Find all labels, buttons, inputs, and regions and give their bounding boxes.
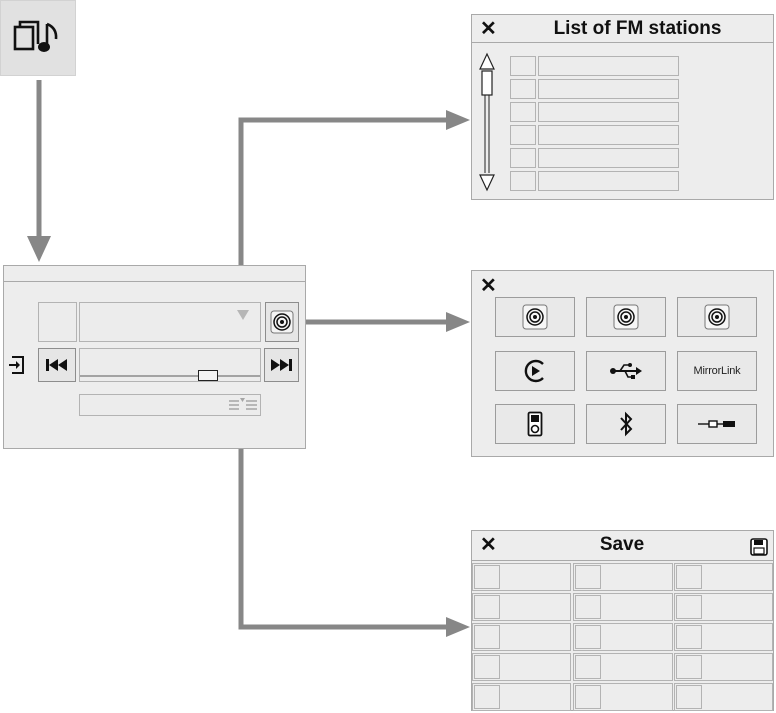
preset-slot-number[interactable]	[676, 625, 702, 649]
fm-stations-panel: ✕ List of FM stations	[471, 14, 774, 200]
frequency-box[interactable]	[79, 348, 261, 382]
station-preset-cell[interactable]	[510, 79, 536, 99]
preset-slot-number[interactable]	[474, 625, 500, 649]
preset-slot-number[interactable]	[575, 595, 601, 619]
main-radio-screen	[3, 265, 306, 449]
preset-slot-number[interactable]	[676, 595, 702, 619]
floppy-disk-icon[interactable]	[750, 538, 768, 556]
fm-list-title: List of FM stations	[553, 18, 722, 39]
source-selection-panel: ✕ MirrorLink	[471, 270, 774, 457]
preset-slot-number[interactable]	[575, 625, 601, 649]
source-button[interactable]	[586, 297, 666, 337]
preset-slot[interactable]	[674, 683, 773, 711]
station-preset-cell[interactable]	[510, 171, 536, 191]
preset-slot-number[interactable]	[575, 655, 601, 679]
save-panel: ✕ Save	[471, 530, 774, 711]
preset-slot[interactable]	[472, 623, 571, 651]
station-preset-cell[interactable]	[510, 148, 536, 168]
radio-dab-icon	[613, 304, 639, 330]
preset-slot[interactable]	[472, 593, 571, 621]
source-button[interactable]	[495, 404, 575, 444]
ipod-icon	[527, 411, 543, 437]
preset-slot[interactable]	[573, 683, 673, 711]
station-preset-cell[interactable]	[510, 56, 536, 76]
station-preset-cell[interactable]	[510, 102, 536, 122]
preset-number-box[interactable]	[38, 302, 77, 342]
preset-slot[interactable]	[573, 653, 673, 681]
skip-previous-icon	[46, 359, 67, 371]
usb-icon	[609, 362, 643, 380]
radio-wave-icon	[270, 310, 294, 334]
preset-slot[interactable]	[472, 563, 571, 591]
save-title: Save	[599, 534, 645, 555]
preset-slot-number[interactable]	[676, 655, 702, 679]
triangle-down-icon[interactable]	[236, 309, 250, 321]
cd-play-icon	[522, 358, 548, 384]
previous-button[interactable]	[38, 348, 76, 382]
next-button[interactable]	[264, 348, 299, 382]
preset-slot-number[interactable]	[474, 595, 500, 619]
preset-slot[interactable]	[674, 623, 773, 651]
save-header: ✕ Save	[472, 531, 773, 561]
station-preset-cell[interactable]	[510, 125, 536, 145]
source-button[interactable]	[586, 404, 666, 444]
source-button[interactable]	[586, 351, 666, 391]
radio-fm-icon	[522, 304, 548, 330]
preset-slot[interactable]	[472, 683, 571, 711]
preset-slot-number[interactable]	[676, 565, 702, 589]
bluetooth-icon	[618, 411, 634, 437]
preset-slot[interactable]	[472, 653, 571, 681]
enter-source-icon[interactable]	[8, 354, 26, 376]
station-name-cell[interactable]	[538, 148, 679, 168]
preset-slot[interactable]	[573, 593, 673, 621]
media-button[interactable]	[0, 0, 76, 76]
skip-next-icon	[271, 359, 292, 371]
aux-jack-icon	[697, 417, 737, 431]
source-button[interactable]	[495, 351, 575, 391]
close-icon[interactable]: ✕	[480, 275, 497, 297]
preset-slot[interactable]	[573, 563, 673, 591]
frequency-slider-handle[interactable]	[198, 370, 218, 381]
radio-source-button[interactable]	[265, 302, 299, 342]
preset-slot-number[interactable]	[575, 685, 601, 709]
fm-list-header: ✕ List of FM stations	[472, 15, 773, 43]
mirrorlink-label: MirrorLink	[693, 365, 741, 377]
presets-bar[interactable]	[79, 394, 261, 416]
status-bar	[4, 266, 305, 282]
source-button[interactable]	[677, 297, 757, 337]
media-music-icon	[13, 20, 58, 52]
station-name-cell[interactable]	[538, 79, 679, 99]
preset-slot-number[interactable]	[474, 655, 500, 679]
preset-slot-number[interactable]	[474, 685, 500, 709]
preset-bars-icon[interactable]	[227, 397, 259, 413]
preset-slot[interactable]	[573, 623, 673, 651]
mirrorlink-icon: MirrorLink	[694, 365, 741, 377]
source-button[interactable]: MirrorLink	[677, 351, 757, 391]
source-button[interactable]	[495, 297, 575, 337]
station-name-cell[interactable]	[538, 171, 679, 191]
preset-slot[interactable]	[674, 563, 773, 591]
close-icon[interactable]: ✕	[480, 534, 497, 556]
station-name-cell[interactable]	[538, 102, 679, 122]
station-name-cell[interactable]	[538, 56, 679, 76]
frequency-track	[80, 375, 260, 377]
preset-slot-number[interactable]	[676, 685, 702, 709]
arrow-to-fm-list	[238, 117, 448, 305]
close-icon[interactable]: ✕	[480, 18, 497, 40]
preset-slot-number[interactable]	[575, 565, 601, 589]
preset-slot[interactable]	[674, 593, 773, 621]
arrow-to-save	[238, 412, 448, 630]
preset-slot[interactable]	[674, 653, 773, 681]
scrollbar[interactable]	[477, 51, 497, 196]
station-name-cell[interactable]	[538, 125, 679, 145]
radio-am-icon	[704, 304, 730, 330]
source-button[interactable]	[677, 404, 757, 444]
station-name-box[interactable]	[79, 302, 261, 342]
preset-slot-number[interactable]	[474, 565, 500, 589]
